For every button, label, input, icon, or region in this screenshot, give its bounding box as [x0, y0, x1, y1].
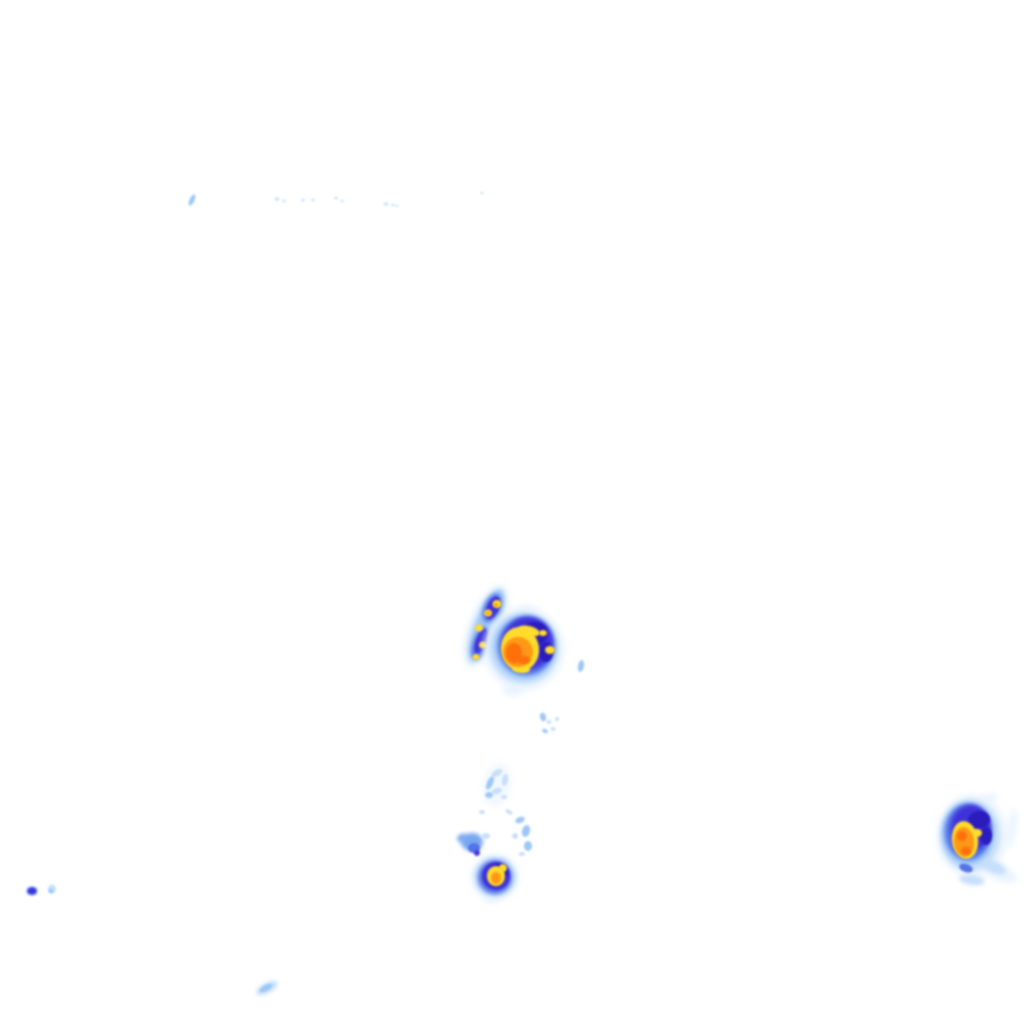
storm-cell-south: [471, 854, 519, 903]
radar-echo-sky: [515, 816, 525, 824]
radar-echo-yellow: [512, 664, 530, 674]
radar-echo-light: [555, 717, 559, 721]
radar-echo-sky: [542, 728, 548, 734]
radar-echo-indigo: [27, 887, 37, 895]
virga-field-south: [457, 763, 532, 865]
radar-echo-light: [395, 204, 399, 208]
radar-echo-sky: [524, 841, 532, 851]
radar-echo-light: [512, 833, 518, 839]
storm-band-northwest: [463, 584, 509, 668]
radar-echo-sky: [485, 776, 495, 790]
radar-echo-light: [501, 774, 509, 786]
drizzle-specks-mid: [539, 660, 585, 734]
radar-echo-light: [334, 196, 338, 200]
radar-echo-royal: [959, 863, 973, 873]
radar-echo-light: [479, 810, 485, 814]
storm-cell-center: [484, 605, 564, 696]
radar-echo-light: [383, 202, 389, 206]
radar-echo-light: [505, 809, 513, 815]
radar-echo-yellow: [972, 829, 982, 837]
radar-echo-sky: [521, 825, 531, 837]
radar-echo-deep: [518, 656, 530, 664]
radar-echo-deep: [961, 847, 971, 855]
radar-echo-yellow: [499, 864, 507, 872]
radar-echo-light: [978, 857, 1006, 875]
radar-echo-light: [491, 769, 503, 777]
radar-echo-light: [546, 720, 552, 724]
radar-echo-sky: [485, 792, 493, 798]
radar-echo-sky: [577, 660, 585, 672]
radar-echo-yellow: [518, 625, 540, 637]
radar-echo-navy: [968, 810, 990, 830]
radar-echo-light: [301, 198, 305, 202]
radar-echo-yellow: [545, 646, 555, 654]
radar-echo-light: [501, 795, 507, 799]
radar-echo-pale: [503, 682, 523, 696]
radar-echo-indigo: [474, 850, 480, 856]
radar-echo-light: [340, 199, 344, 203]
radar-echo-deep: [506, 643, 522, 663]
radar-echo-light: [519, 852, 525, 856]
radar-echo-pale: [1007, 808, 1017, 848]
radar-echo-orange: [486, 611, 490, 615]
isolated-echo-west: [26, 884, 56, 896]
radar-echo-orange: [494, 603, 498, 607]
radar-echo-navy: [980, 827, 992, 845]
drizzle-specks-north: [188, 191, 484, 208]
radar-echo-light: [482, 833, 490, 839]
radar-echo-yellow: [472, 654, 480, 660]
radar-cells: [26, 191, 1018, 996]
radar-echo-yellow: [475, 624, 483, 632]
radar-echo-sky: [539, 712, 547, 722]
radar-echo-light: [274, 197, 280, 201]
radar-echo-orange: [491, 872, 501, 884]
radar-echo-steel: [457, 833, 467, 843]
storm-cell-east: [937, 793, 1018, 886]
radar-echo-light: [959, 874, 985, 886]
radar-echo-light: [282, 199, 286, 203]
radar-echo-deep: [957, 831, 967, 841]
radar-echo-light: [480, 191, 484, 195]
radar-echo-sky: [259, 983, 273, 993]
isolated-echo-southwest: [256, 980, 278, 996]
radar-echo-light: [550, 727, 556, 731]
radar-echo-pale: [482, 763, 512, 807]
radar-echo-sky: [48, 889, 54, 893]
radar-echo-indigo: [474, 628, 488, 654]
radar-echo-light: [311, 198, 315, 202]
radar-echo-light: [391, 203, 395, 207]
radar-echo-sky: [188, 194, 196, 206]
radar-echo-light: [492, 787, 502, 795]
radar-echo-yellow: [539, 630, 547, 636]
